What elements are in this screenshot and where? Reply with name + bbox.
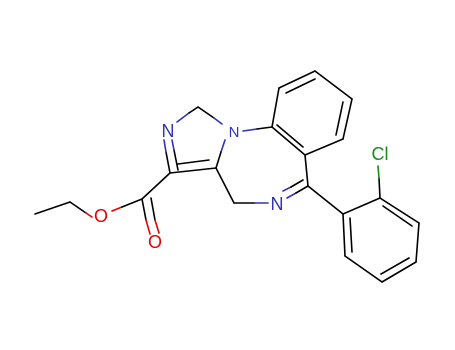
bond-carbonyl-c-c3 — [141, 172, 171, 200]
bond-benzo-4 — [342, 98, 353, 140]
bond-cp-inner-3 — [349, 217, 353, 253]
bond-c3-n-imid — [165, 151, 171, 174]
bond-ch-n-bridge — [197, 106, 215, 119]
bond-n-bridge-benzo — [256, 126, 273, 130]
atom-n-imine: N — [271, 194, 284, 214]
bond-cp-6 — [342, 213, 346, 257]
bond-n-imine-c6 — [295, 185, 309, 194]
bond-o-carbonyl-c — [121, 198, 143, 208]
bond-n-bridge-c3a-black — [215, 151, 222, 169]
bond-ethyl-ch2-o — [69, 201, 87, 214]
bond-cp-1 — [342, 197, 381, 215]
bond-c3-n-imid-double-blue — [171, 139, 175, 151]
atom-o-carbonyl: O — [148, 232, 162, 252]
bond-benzo-1 — [271, 87, 280, 128]
bond-n-bridge-benzo-blue — [242, 128, 258, 132]
bond-benzo-inner-3 — [276, 124, 304, 148]
bond-cp-inner-1 — [382, 205, 413, 227]
bond-carbonyl-c-o-2-red — [154, 219, 160, 234]
bond-benzo-inner-2 — [335, 101, 344, 136]
bond-n-imine-c6-blue — [286, 192, 297, 199]
atom-cl: Cl — [372, 144, 389, 164]
bond-n-bridge-c3a — [220, 139, 226, 153]
bond-c3a-c3-inner — [177, 159, 210, 165]
bond-c3a-c3 — [169, 167, 217, 174]
bond-carbonyl-c-o-1 — [141, 198, 147, 221]
bond-c3-n-imid-double — [173, 149, 179, 171]
bond-cp-2 — [379, 197, 420, 224]
bond-n-imine-c6-double-blue — [282, 186, 292, 192]
bond-benzo-6 — [271, 126, 306, 156]
atom-n-bridge: N — [229, 124, 240, 141]
atom-n-imidazole: N — [162, 121, 175, 141]
atom-o-ester: O — [94, 206, 108, 226]
bond-ethyl-ch3-ch2 — [34, 201, 71, 215]
bond-benzo-c6 — [304, 154, 309, 187]
bond-ch-n-bridge-blue — [213, 117, 223, 125]
bond-c-cl-green — [377, 165, 380, 179]
bond-o-carbonyl-c-red — [111, 206, 123, 212]
bond-c3-n-imid-blue — [163, 139, 167, 153]
bond-benzo-inner-1 — [285, 78, 316, 94]
bond-cp-5 — [344, 255, 383, 283]
bond-benzo-3 — [314, 70, 353, 100]
bond-c3a-ch2 — [215, 167, 235, 204]
bond-c-cl — [378, 177, 381, 199]
bond-benzo-2 — [278, 70, 316, 89]
bond-ethyl-ch2-o-red — [85, 212, 93, 218]
bond-n-imid-ch — [176, 112, 190, 123]
bond-cp-4 — [381, 261, 417, 283]
bond-cp-3 — [415, 222, 420, 263]
bond-cp-inner-2 — [380, 257, 410, 275]
bond-carbonyl-c-o-1-red — [145, 219, 151, 235]
bond-n-imid-ch-black — [188, 106, 199, 114]
bond-benzo-5 — [304, 138, 344, 156]
bond-c6-chlorophenyl — [307, 185, 344, 215]
bond-carbonyl-c-o-2 — [150, 197, 156, 221]
bond-n-imine-c6-double — [290, 179, 304, 188]
